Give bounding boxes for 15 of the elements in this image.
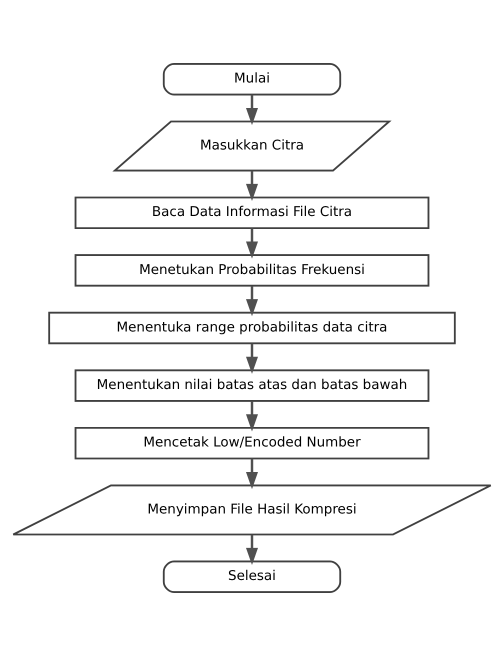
node-box: Menentuka range probabilitas data citra: [48, 312, 456, 344]
arrow: [246, 401, 258, 432]
arrow: [246, 94, 258, 126]
node-box: Mulai: [162, 62, 342, 96]
arrow: [246, 344, 258, 374]
node-box: Menentukan nilai batas atas dan batas bawah: [74, 369, 430, 402]
arrow: [246, 286, 258, 316]
node-box: Menetukan Probabilitas Frekuensi: [74, 254, 430, 287]
arrow: [246, 458, 258, 490]
arrow: [246, 170, 258, 202]
arrow: [246, 228, 258, 259]
node-box: Baca Data Informasi File Citra: [74, 196, 430, 230]
arrow: [246, 534, 258, 566]
node-box: Mencetak Low/Encoded Number: [74, 426, 430, 460]
node-box: Selesai: [162, 560, 342, 594]
